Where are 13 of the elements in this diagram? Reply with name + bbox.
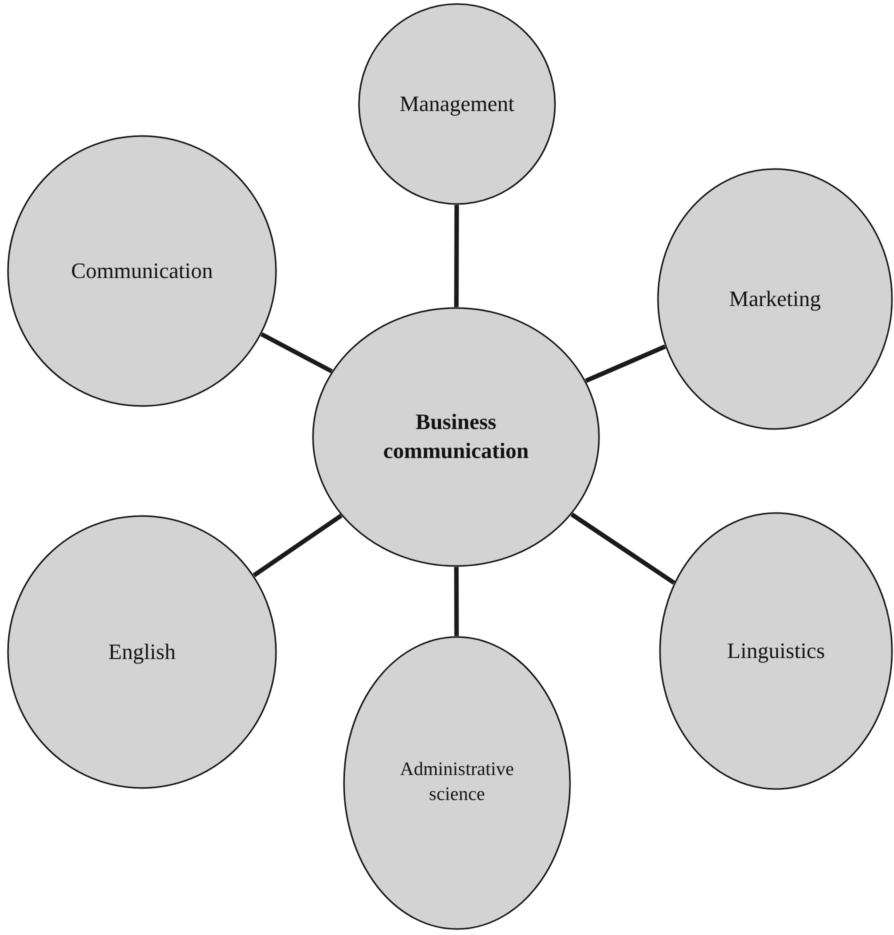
topic-label: Linguistics <box>727 636 825 665</box>
connector-line <box>252 514 343 578</box>
connector-line <box>570 512 676 585</box>
central-topic-label: Business communication <box>382 408 530 465</box>
connector-line <box>260 332 333 374</box>
connector-line <box>454 567 459 636</box>
topic-label: Management <box>400 90 514 118</box>
connector-line <box>454 205 459 307</box>
topic-label: Communication <box>71 256 213 285</box>
connector-line <box>584 344 666 383</box>
topic-label: Administrative science <box>399 758 515 807</box>
topic-label: Marketing <box>729 284 821 313</box>
topic-label: English <box>108 638 176 666</box>
